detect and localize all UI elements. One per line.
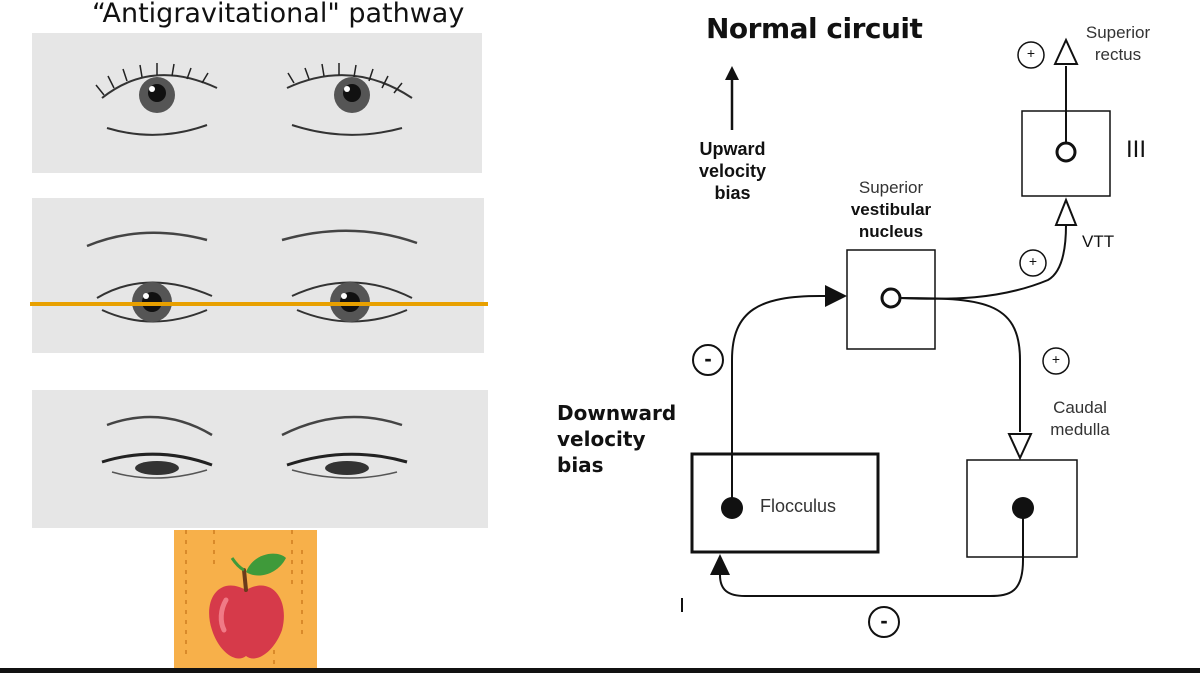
eyes-down-illustration <box>32 390 488 528</box>
svn-to-caudal-path <box>899 297 1021 432</box>
eyes-up-illustration <box>32 33 482 173</box>
flocculus-label: Flocculus <box>760 496 837 516</box>
superior-rectus-label: Superior rectus <box>1085 23 1151 64</box>
sign-circle-vtt <box>1019 249 1047 277</box>
sign-circle-caudal <box>1042 347 1070 375</box>
caudal-to-flocculus-path <box>719 518 1024 597</box>
horizon-line <box>30 302 488 306</box>
nucleus-iii-label: III <box>1126 136 1147 163</box>
vtt-terminal <box>1054 197 1078 226</box>
sign-vtt: + <box>1028 253 1038 269</box>
svn-neuron <box>880 287 902 309</box>
superior-rectus-terminal <box>1053 37 1079 65</box>
svn-input-terminal <box>825 285 847 307</box>
downward-velocity-bias-label: Downward velocity bias <box>557 401 677 477</box>
eyes-level-illustration <box>32 198 484 353</box>
sign-caudal: + <box>1051 351 1061 367</box>
normal-circuit-diagram: Normal circuit Upward velocity bias Supe… <box>520 0 1200 665</box>
flocculus-to-svn-path <box>731 295 826 498</box>
vtt-label: VTT <box>1082 232 1115 251</box>
bottom-rule <box>0 668 1200 673</box>
left-title: “Antigravitational" pathway <box>92 0 465 29</box>
upward-velocity-bias-label: Upward velocity bias <box>698 139 767 203</box>
nucleus-iii-neuron <box>1055 141 1077 163</box>
caudal-terminal <box>1007 433 1033 461</box>
sign-circle-caudal-feedback <box>868 606 900 638</box>
sign-circle-flocculus <box>692 344 724 376</box>
sign-circle-superior-rectus <box>1017 41 1045 69</box>
sign-caudal-to-flocculus: - <box>880 608 888 633</box>
caudal-neuron <box>1012 497 1034 519</box>
svn-label: Superior vestibular nucleus <box>850 178 932 241</box>
caudal-medulla-label: Caudal medulla <box>1050 398 1110 439</box>
sign-flocculus-to-svn: - <box>704 346 712 371</box>
flocculus-input-terminal <box>710 554 730 575</box>
diagram-title: Normal circuit <box>706 12 923 45</box>
flocculus-neuron <box>721 497 743 519</box>
sign-superior-rectus: + <box>1026 45 1036 61</box>
falling-apple-icon <box>174 530 317 668</box>
